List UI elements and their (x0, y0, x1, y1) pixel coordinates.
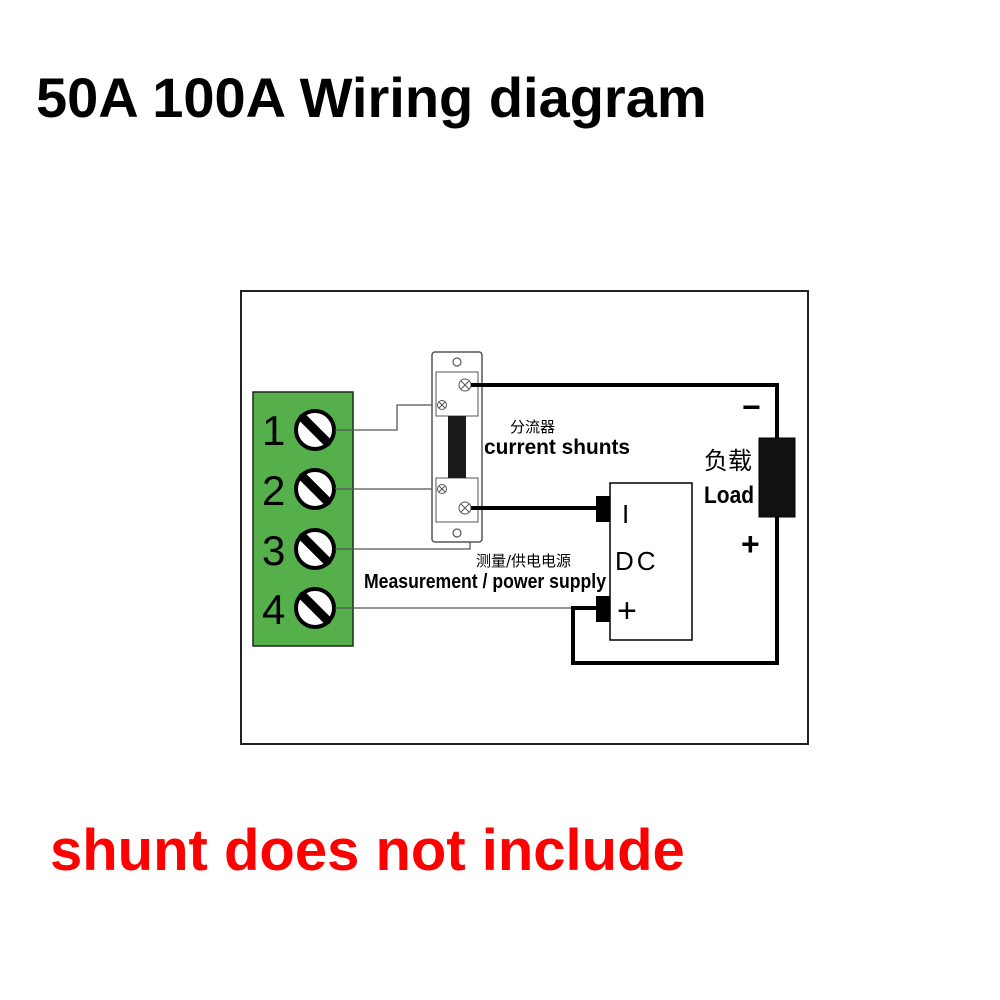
load: − 负载 Load + (704, 389, 796, 562)
current-shunt (431, 351, 483, 543)
terminal-label-2: 2 (262, 467, 285, 514)
shunt-note: shunt does not include (50, 818, 685, 883)
screw-icon (294, 587, 336, 629)
shunt-label-en: current shunts (484, 436, 630, 459)
load-label-cn: 负载 (704, 447, 752, 475)
terminal-3: 3 (262, 527, 336, 574)
terminal-label-4: 4 (262, 586, 285, 633)
terminal-1: 1 (262, 407, 336, 454)
supply-label-cn: 测量/供电电源 (476, 552, 571, 570)
page-title: 50A 100A Wiring diagram (36, 66, 707, 129)
terminal-4: 4 (262, 586, 336, 633)
shunt-label-cn: 分流器 (510, 418, 555, 436)
load-plus-label: + (741, 526, 760, 562)
screw-icon (294, 468, 336, 510)
supply-label-en: Measurement / power supply (364, 571, 607, 593)
wire-dc-plus-to-load-plus (571, 517, 779, 665)
load-minus-label: − (742, 389, 761, 425)
shunt-screw-icon (437, 378, 472, 515)
terminal-label-3: 3 (262, 527, 285, 574)
screw-icon (294, 409, 336, 451)
load-label-en: Load (704, 482, 754, 509)
dc-minus-label: I (622, 499, 629, 529)
terminal-2: 2 (262, 467, 336, 514)
dc-plus-label: + (617, 592, 637, 630)
dc-label: DC (615, 546, 659, 576)
wire-terminal-1 (335, 404, 438, 431)
wire-shunt-to-load-minus (471, 383, 779, 438)
screw-icon (294, 528, 336, 570)
terminal-label-1: 1 (262, 407, 285, 454)
dc-source: I DC + (596, 482, 693, 641)
power-wires (471, 383, 779, 665)
